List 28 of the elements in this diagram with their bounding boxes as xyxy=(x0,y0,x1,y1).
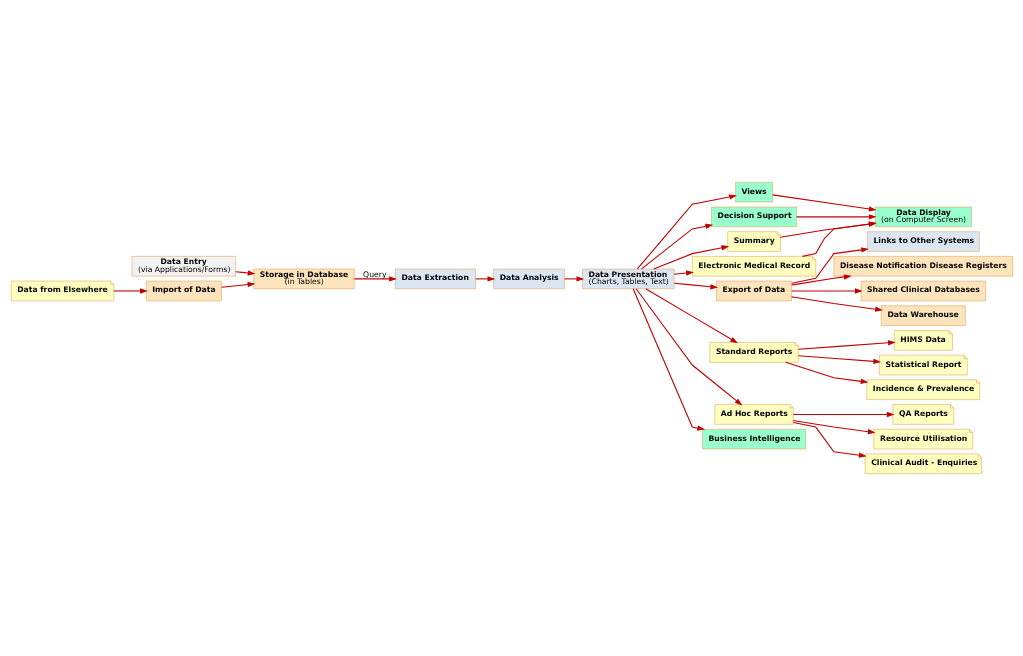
arrow xyxy=(563,276,584,282)
arrow xyxy=(790,288,863,294)
arrow xyxy=(784,361,868,384)
arrow xyxy=(797,355,881,365)
arrow xyxy=(790,296,883,312)
arrow xyxy=(632,288,705,431)
arrow xyxy=(790,247,869,284)
arrow xyxy=(673,270,694,276)
arrow xyxy=(790,274,852,286)
arrow xyxy=(652,245,729,270)
arrow xyxy=(792,421,867,458)
arrow xyxy=(635,288,742,406)
arrow xyxy=(112,288,148,294)
arrow xyxy=(636,194,737,270)
arrow xyxy=(673,282,718,290)
arrow xyxy=(779,221,877,238)
arrow xyxy=(234,270,255,276)
arrow xyxy=(801,221,877,257)
arrow xyxy=(792,411,894,418)
arrow xyxy=(792,420,876,435)
arrow xyxy=(474,276,495,282)
arrow xyxy=(771,194,877,212)
arrow xyxy=(220,281,255,288)
arrow xyxy=(644,288,738,344)
arrow xyxy=(795,214,877,220)
arrow xyxy=(797,340,896,350)
arrow xyxy=(353,276,397,282)
arrow xyxy=(640,223,713,270)
